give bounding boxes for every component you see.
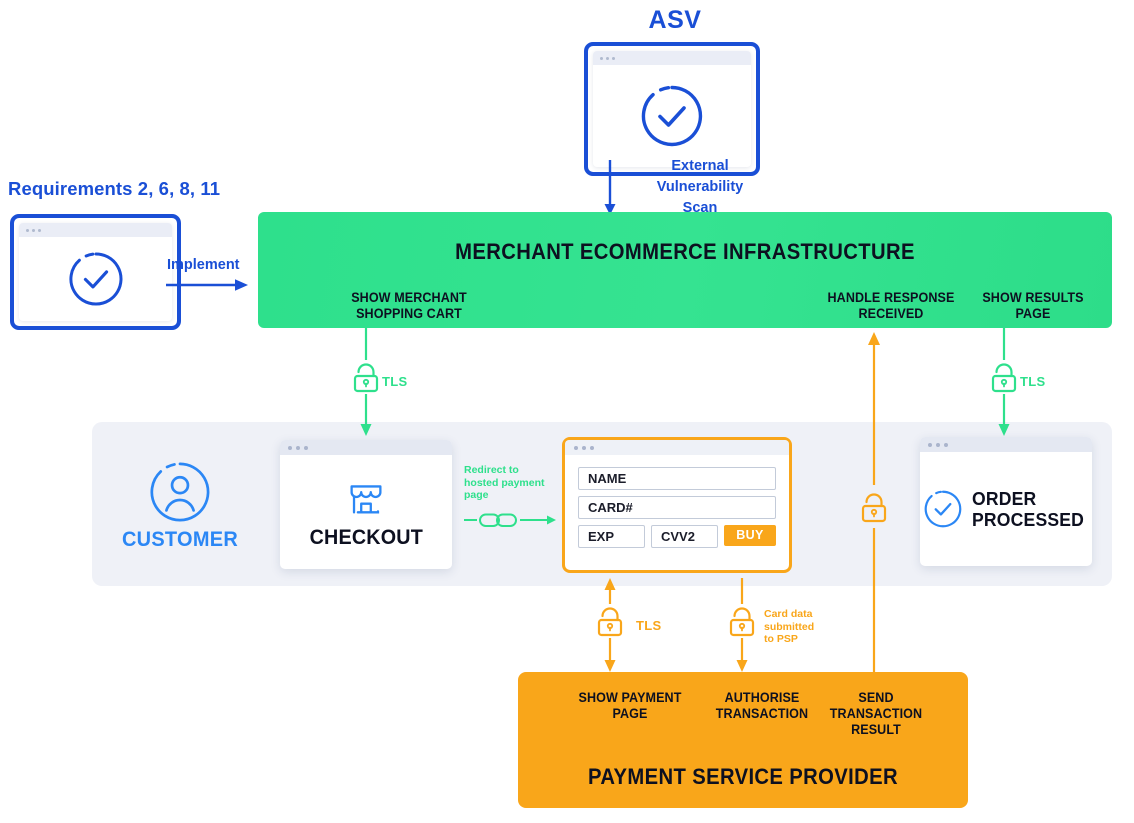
checkout-window[interactable]: CHECKOUT bbox=[280, 440, 452, 569]
send-result-arrow-up-icon bbox=[861, 332, 887, 674]
window-titlebar bbox=[19, 223, 172, 237]
payment-field-name[interactable]: NAME bbox=[578, 467, 776, 490]
merchant-title: MERCHANT ECOMMERCE INFRASTRUCTURE bbox=[455, 239, 915, 264]
customer-group: CUSTOMER bbox=[105, 460, 255, 560]
check-circle-icon bbox=[69, 252, 122, 306]
requirements-check-icon-wrap bbox=[19, 237, 172, 321]
redirect-note-text: Redirect to hosted payment page bbox=[464, 464, 560, 502]
connector-psp-result-to-merchant bbox=[854, 330, 898, 674]
tls-arrow-down-icon bbox=[991, 328, 1017, 436]
action-line-1: SHOW RESULTS bbox=[982, 290, 1084, 305]
customer-label: CUSTOMER bbox=[121, 528, 239, 551]
asv-scan-arrow-icon bbox=[604, 160, 616, 215]
action-line-3: RESULT bbox=[851, 722, 901, 737]
payment-field-cvv2[interactable]: CVV2 bbox=[651, 525, 718, 548]
card-data-line-2: submitted bbox=[764, 620, 815, 633]
chain-link-arrow-icon bbox=[464, 513, 556, 527]
connector-tls-merchant-to-order: TLS bbox=[968, 328, 1088, 438]
requirements-title: Requirements 2, 6, 8, 11 bbox=[8, 178, 221, 199]
connector-tls-merchant-to-checkout: TLS bbox=[330, 328, 450, 438]
card-data-line-3: to PSP bbox=[764, 633, 798, 645]
payment-page-window[interactable]: NAME CARD# EXP CVV2 BUY bbox=[562, 437, 792, 573]
action-line-2: RECEIVED bbox=[858, 306, 924, 321]
implement-arrow-icon bbox=[166, 279, 248, 291]
tls-label: TLS bbox=[636, 618, 662, 633]
order-processed-body: ORDER PROCESSED bbox=[920, 452, 1092, 566]
window-titlebar bbox=[565, 440, 789, 455]
order-label-line-2: PROCESSED bbox=[971, 509, 1084, 530]
window-titlebar bbox=[593, 51, 751, 65]
asv-window bbox=[584, 42, 760, 176]
checkout-body: CHECKOUT bbox=[280, 455, 452, 569]
asv-window-inner bbox=[593, 51, 751, 167]
payment-field-exp[interactable]: EXP bbox=[578, 525, 645, 548]
card-data-line-1: Card data bbox=[764, 608, 813, 620]
merchant-infrastructure-bar: MERCHANT ECOMMERCE INFRASTRUCTURE SHOW M… bbox=[258, 212, 1112, 328]
payment-service-provider-bar: SHOW PAYMENT PAGE AUTHORISE TRANSACTION … bbox=[518, 672, 968, 808]
tls-label: TLS bbox=[382, 374, 408, 389]
action-line-1: SEND bbox=[858, 690, 894, 705]
card-data-arrow-icon bbox=[729, 578, 755, 672]
check-circle-icon bbox=[924, 490, 961, 528]
requirements-group: Requirements 2, 6, 8, 11 Implement bbox=[4, 178, 254, 330]
redirect-line-1: Redirect to bbox=[464, 464, 519, 476]
asv-caption-line-1: External bbox=[671, 158, 729, 174]
psp-action-authorise-transaction: AUTHORISE TRANSACTION bbox=[680, 690, 844, 722]
connector-tls-psp-to-payment-page: TLS bbox=[578, 578, 688, 674]
psp-action-show-payment-page: SHOW PAYMENT PAGE bbox=[548, 690, 712, 722]
merchant-action-show-shopping-cart: SHOW MERCHANT SHOPPING CART bbox=[308, 290, 511, 322]
tls-arrow-up-down-icon bbox=[597, 578, 623, 672]
implement-label: Implement bbox=[167, 257, 240, 273]
payment-form: NAME CARD# EXP CVV2 BUY bbox=[578, 467, 776, 548]
customer-icon-wrap bbox=[148, 460, 212, 529]
tls-arrow-down-icon bbox=[353, 328, 379, 436]
connector-card-data-to-psp: Card data submitted to PSP bbox=[710, 578, 830, 674]
redirect-note-group: Redirect to hosted payment page bbox=[464, 464, 559, 534]
asv-caption-line-2: Vulnerability bbox=[656, 179, 744, 195]
check-circle-icon bbox=[641, 85, 703, 147]
checkout-label: CHECKOUT bbox=[309, 526, 423, 549]
action-line-1: SHOW PAYMENT bbox=[578, 690, 682, 705]
payment-field-card-number[interactable]: CARD# bbox=[578, 496, 776, 519]
merchant-action-handle-response: HANDLE RESPONSE RECEIVED bbox=[803, 290, 980, 322]
action-line-1: HANDLE RESPONSE bbox=[827, 290, 955, 305]
redirect-line-2: hosted payment bbox=[464, 476, 545, 489]
requirements-window-inner bbox=[19, 223, 172, 321]
order-processed-window: ORDER PROCESSED bbox=[920, 437, 1092, 566]
action-line-2: TRANSACTION bbox=[829, 706, 923, 721]
action-line-1: AUTHORISE bbox=[724, 690, 800, 705]
redirect-line-3: page bbox=[464, 489, 489, 501]
asv-group: ASV External Vulnerability Scan bbox=[560, 4, 790, 219]
merchant-action-show-results-page: SHOW RESULTS PAGE bbox=[954, 290, 1112, 322]
payment-form-row: EXP CVV2 BUY bbox=[578, 525, 776, 548]
user-circle-icon bbox=[150, 462, 210, 522]
action-line-2: PAGE bbox=[612, 706, 648, 721]
window-titlebar bbox=[920, 437, 1092, 452]
psp-action-send-transaction-result: SEND TRANSACTION RESULT bbox=[807, 690, 945, 738]
window-titlebar bbox=[280, 440, 452, 455]
asv-check-icon-wrap bbox=[593, 65, 751, 167]
order-label-line-1: ORDER bbox=[971, 488, 1036, 509]
tls-label: TLS bbox=[1020, 374, 1046, 389]
action-line-2: PAGE bbox=[1015, 306, 1051, 321]
buy-button[interactable]: BUY bbox=[724, 525, 776, 546]
action-line-1: SHOW MERCHANT bbox=[351, 290, 467, 305]
card-data-note-text: Card data submitted to PSP bbox=[764, 608, 830, 646]
action-line-2: TRANSACTION bbox=[715, 706, 809, 721]
asv-scan-caption: External Vulnerability Scan bbox=[620, 156, 780, 219]
requirements-window bbox=[10, 214, 181, 330]
storefront-icon bbox=[350, 485, 382, 514]
psp-title: PAYMENT SERVICE PROVIDER bbox=[588, 764, 898, 789]
asv-title: ASV bbox=[648, 6, 702, 34]
order-processed-label: ORDER PROCESSED bbox=[972, 488, 1084, 530]
action-line-2: SHOPPING CART bbox=[356, 306, 462, 321]
